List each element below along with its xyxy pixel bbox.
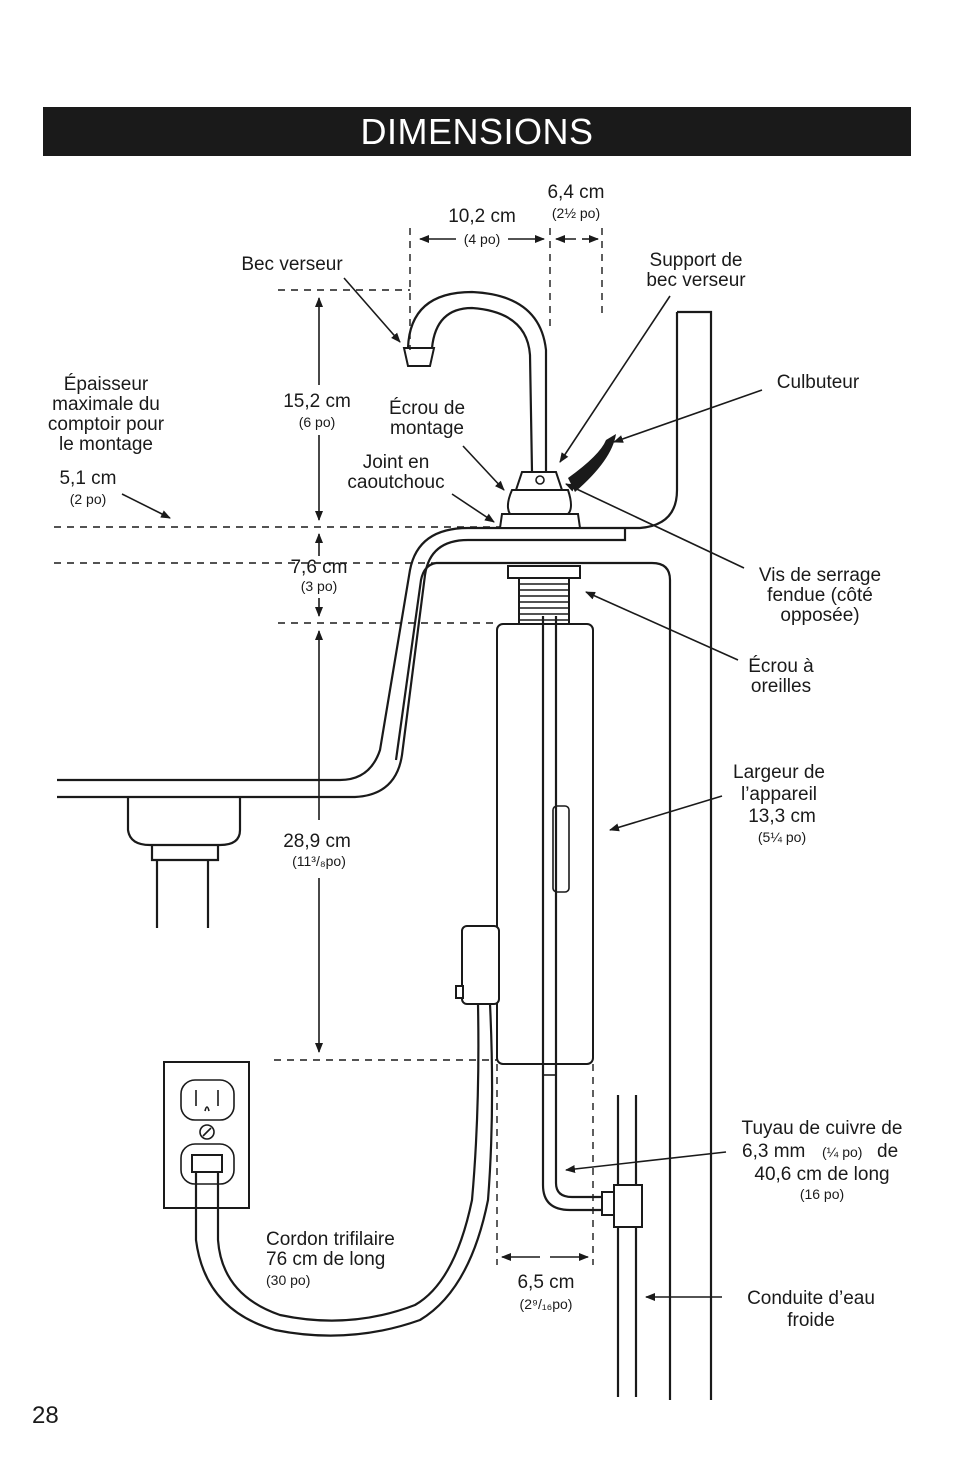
label-vis-line3: opposée) <box>780 605 859 626</box>
label-culbuteur: Culbuteur <box>777 372 860 393</box>
label-cordon-line1: Cordon trifilaire <box>266 1229 395 1250</box>
threaded-shank <box>507 565 581 625</box>
label-support-line1: Support de <box>650 250 743 271</box>
label-epaisseur-line2: maximale du <box>52 394 160 415</box>
cabinet-wall <box>436 310 713 1400</box>
dim-spout-reach: 10,2 cm <box>448 206 516 227</box>
dim-spout-height-imperial: (6 po) <box>299 414 336 430</box>
sink-drain <box>126 797 242 928</box>
power-cord <box>191 1003 494 1337</box>
label-conduite-line2: froide <box>787 1310 835 1331</box>
dim-tank-height-imperial: (11³/₈po) <box>292 853 346 869</box>
label-support-line2: bec verseur <box>646 270 746 291</box>
copper-tube <box>541 1075 643 1228</box>
label-epaisseur-line4: le montage <box>59 434 153 455</box>
part-labels: Bec verseur Support de bec verseur Culbu… <box>48 250 903 1331</box>
dim-spout-reach-imperial: (4 po) <box>464 231 501 247</box>
label-largeur-sub: (5¼ po) <box>758 829 806 845</box>
label-cordon-line2: 76 cm de long <box>266 1249 385 1270</box>
label-joint-line2: caoutchouc <box>347 472 444 493</box>
cold-water-pipe <box>616 1095 638 1397</box>
label-ecrou-oreilles-line2: oreilles <box>751 676 811 697</box>
leader-lines <box>121 277 763 1301</box>
dim-counter-thickness-imperial: (3 po) <box>301 578 338 594</box>
dim-tank-offset: 6,5 cm <box>517 1272 574 1293</box>
label-epaisseur-line3: comptoir pour <box>48 414 165 435</box>
reference-lines <box>54 228 603 1265</box>
dim-spout-height: 15,2 cm <box>283 391 351 412</box>
label-largeur-line3: 13,3 cm <box>748 806 816 827</box>
label-ecrou-montage-line1: Écrou de <box>389 398 465 419</box>
dim-tank-offset-imperial: (2⁹/₁₆po) <box>520 1296 573 1312</box>
outlet <box>163 1061 250 1209</box>
label-tuyau-line1: Tuyau de cuivre de <box>742 1118 903 1139</box>
label-tuyau-line2a: 6,3 mm <box>742 1141 805 1162</box>
dim-tank-height: 28,9 cm <box>283 831 351 852</box>
label-tuyau-line2b: (¼ po) <box>822 1144 862 1160</box>
dim-spout-support-width: 6,4 cm <box>547 182 604 203</box>
title-bar: DIMENSIONS <box>43 107 911 156</box>
label-tuyau-line3: 40,6 cm de long <box>754 1164 889 1185</box>
label-cordon-sub: (30 po) <box>266 1272 310 1288</box>
label-conduite-line1: Conduite d’eau <box>747 1288 875 1309</box>
label-vis-line1: Vis de serrage <box>759 565 881 586</box>
label-ecrou-montage-line2: montage <box>390 418 464 439</box>
tank <box>455 616 594 1076</box>
page-number: 28 <box>32 1402 59 1429</box>
dim-spout-support-width-imperial: (2½ po) <box>552 205 600 221</box>
dimension-labels: 6,4 cm (2½ po) 10,2 cm (4 po) 15,2 cm (6… <box>59 182 604 1312</box>
label-tuyau-sub: (16 po) <box>800 1186 844 1202</box>
faucet <box>402 290 616 529</box>
label-largeur-line2: l’appareil <box>741 784 817 805</box>
label-bec-verseur: Bec verseur <box>241 254 343 275</box>
dim-max-thickness: 5,1 cm <box>59 468 116 489</box>
label-vis-line2: fendue (côté <box>767 585 873 606</box>
dim-max-thickness-imperial: (2 po) <box>70 491 107 507</box>
dim-counter-thickness: 7,6 cm <box>290 557 347 578</box>
label-ecrou-oreilles-line1: Écrou à <box>748 656 814 677</box>
label-joint-line1: Joint en <box>363 452 430 473</box>
label-tuyau-line2c: de <box>877 1141 898 1162</box>
label-epaisseur-line1: Épaisseur <box>64 374 149 395</box>
dimension-arrows <box>315 235 599 1261</box>
label-largeur-line1: Largeur de <box>733 762 825 783</box>
page-title: DIMENSIONS <box>360 110 594 152</box>
